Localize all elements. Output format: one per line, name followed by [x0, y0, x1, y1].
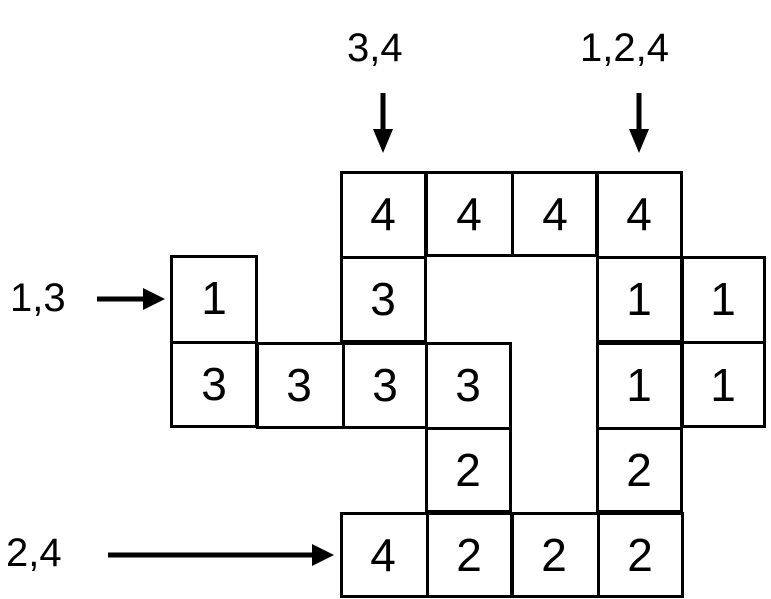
arrow-label: 1,3 [10, 276, 66, 320]
piece-cell-value: 4 [542, 188, 568, 240]
piece-cell-value: 3 [372, 359, 398, 411]
piece-cell-value: 3 [286, 359, 312, 411]
piece-cell-value: 2 [627, 529, 653, 581]
piece-divider-vertical [426, 512, 429, 598]
arrow-right-icon [97, 288, 165, 310]
piece-cell-value: 1 [201, 272, 227, 324]
piece-cell-value: 4 [370, 188, 396, 240]
arrow-down-icon [373, 93, 393, 153]
piece-divider-horizontal [425, 427, 512, 430]
piece-divider-vertical [511, 171, 514, 257]
piece-cell-value: 2 [456, 529, 482, 581]
arrow-label: 3,4 [347, 26, 403, 70]
arrow-right-icon [108, 544, 334, 566]
piece-cell-value: 1 [626, 273, 652, 325]
piece-cell-value: 2 [455, 444, 481, 496]
piece-divider-vertical [597, 512, 600, 598]
piece-cell-value: 2 [541, 529, 567, 581]
piece-cell-value: 3 [455, 359, 481, 411]
piece-cell-value: 4 [370, 529, 396, 581]
arrow-down-icon [629, 93, 649, 153]
piece-cell-value: 1 [710, 359, 736, 411]
piece-divider-horizontal [340, 256, 427, 259]
arrow-label: 2,4 [6, 531, 62, 575]
piece-divider-horizontal [596, 256, 683, 259]
piece-cell-value: 4 [626, 188, 652, 240]
piece-cell-value: 1 [626, 359, 652, 411]
piece-divider-horizontal [170, 341, 258, 344]
arrow-label: 1,2,4 [580, 26, 669, 70]
piece-divider-vertical [342, 342, 345, 429]
piece-cell-value: 2 [626, 444, 652, 496]
piece-divider-horizontal [596, 427, 683, 430]
piece-divider-horizontal [681, 341, 766, 344]
piece-cell-value: 1 [710, 273, 736, 325]
piece-cell-value: 3 [201, 358, 227, 410]
piece-cell-value: 3 [370, 273, 396, 325]
piece-cell-value: 4 [456, 188, 482, 240]
